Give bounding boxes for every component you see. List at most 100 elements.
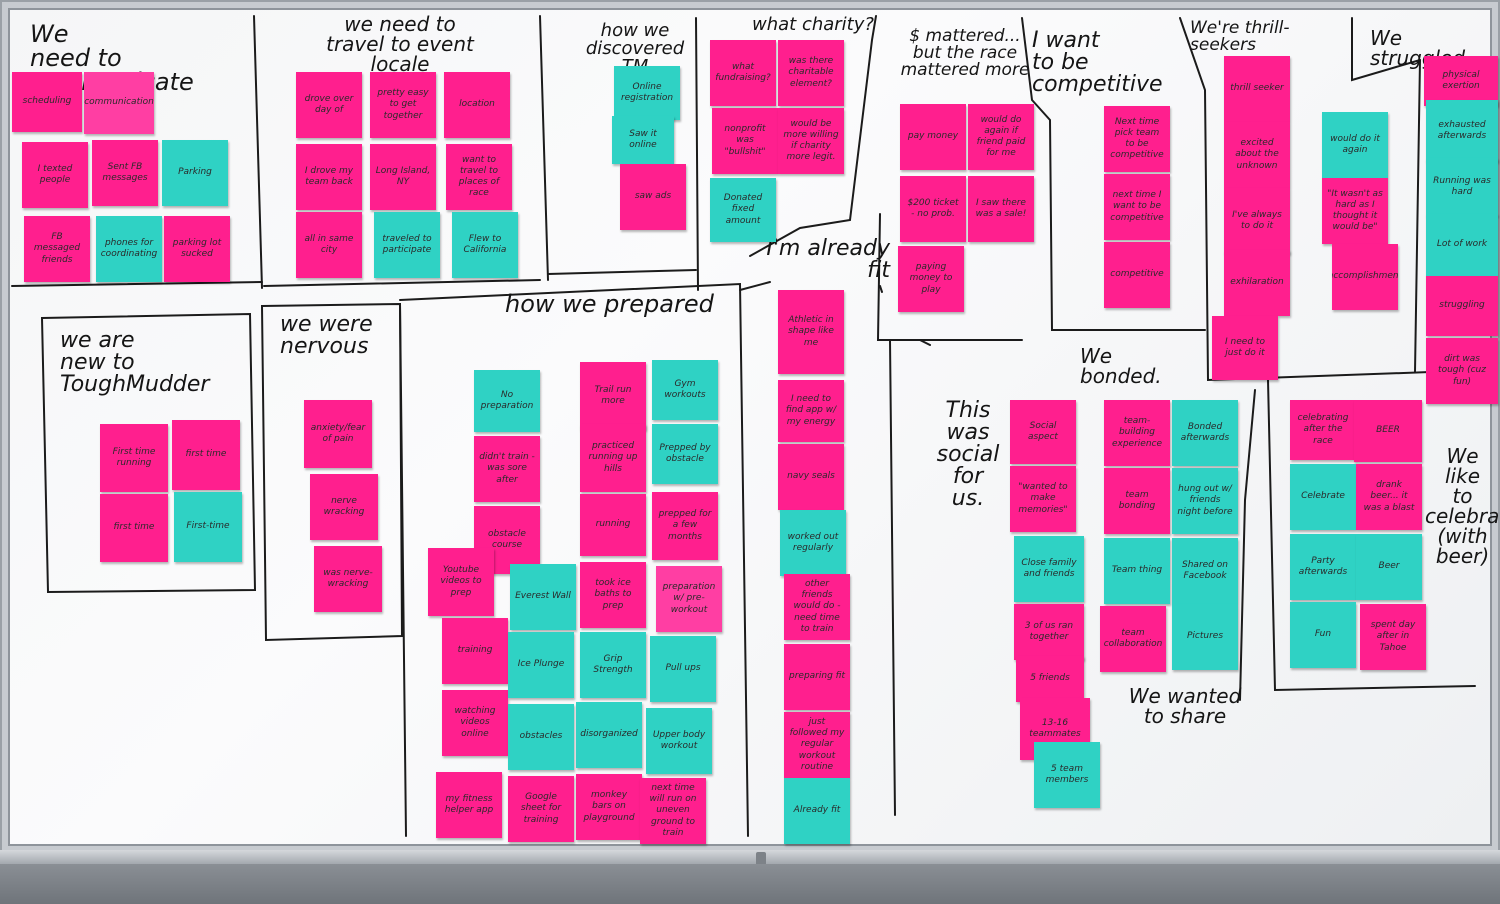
sticky-note: would be more willing if charity more le…: [778, 108, 844, 174]
sticky-note: Beer: [1356, 534, 1422, 600]
sticky-note: struggling: [1426, 276, 1498, 336]
sticky-note: exhilaration: [1224, 250, 1290, 316]
sticky-note: Athletic in shape like me: [778, 290, 844, 374]
sticky-note: dirt was tough (cuz fun): [1426, 338, 1498, 404]
sticky-note: didn't train - was sore after: [474, 436, 540, 502]
sticky-note: Pull ups: [650, 636, 716, 702]
sticky-note: First time running: [100, 424, 168, 492]
sticky-note: I saw there was a sale!: [968, 176, 1034, 242]
sticky-note: pay money: [900, 104, 966, 170]
sticky-note: physical exertion: [1424, 56, 1498, 106]
sticky-note: Everest Wall: [510, 564, 576, 630]
sticky-note: pretty easy to get together: [370, 72, 436, 138]
sticky-note: was nerve-wracking: [314, 546, 382, 612]
sticky-note: competitive: [1104, 242, 1170, 308]
tray-knob: [756, 852, 766, 866]
sticky-note: spent day after in Tahoe: [1360, 604, 1426, 670]
sticky-note: parking lot sucked: [164, 216, 230, 282]
heading-charity: what charity?: [752, 14, 874, 35]
sticky-note: Already fit: [784, 778, 850, 844]
sticky-note: 5 friends: [1016, 656, 1084, 702]
sticky-note: traveled to participate: [374, 212, 440, 278]
heading-nervous: we were nervous: [280, 312, 373, 359]
sticky-note: prepped for a few months: [652, 492, 718, 560]
sticky-note: training: [442, 618, 508, 684]
heading-prepared: how we prepared: [505, 290, 714, 318]
heading-thrill: We're thrill- seekers: [1190, 18, 1290, 55]
sticky-note: anxiety/fear of pain: [304, 400, 372, 468]
sticky-note: accomplishment: [1332, 244, 1398, 310]
heading-mattered: $ mattered... but the race mattered more: [900, 26, 1030, 80]
sticky-note: Grip Strength: [580, 632, 646, 698]
sticky-note: scheduling: [12, 72, 82, 132]
heading-bonded: We bonded.: [1080, 344, 1162, 388]
sticky-note: all in same city: [296, 212, 362, 278]
sticky-note: "wanted to make memories": [1010, 466, 1076, 532]
sticky-note: disorganized: [576, 702, 642, 768]
sticky-note: first time: [100, 494, 168, 562]
sticky-note: I've always to do it: [1224, 188, 1290, 254]
sticky-note: I drove my team back: [296, 144, 362, 210]
sticky-note: want to travel to places of race: [446, 144, 512, 210]
sticky-note: I need to find app w/ my energy: [778, 380, 844, 442]
sticky-note: was there charitable element?: [778, 40, 844, 106]
sticky-note: what fundraising?: [710, 40, 776, 106]
sticky-note: Close family and friends: [1014, 536, 1084, 602]
sticky-note: monkey bars on playground: [576, 774, 642, 840]
heading-already-fit: I'm already fit: [766, 236, 890, 283]
sticky-note: Flew to California: [452, 212, 518, 278]
sticky-note: Parking: [162, 140, 228, 206]
heading-competitive: I want to be competitive: [1032, 28, 1163, 97]
heading-new-to-toughmudder: we are new to ToughMudder: [60, 328, 210, 397]
sticky-note: my fitness helper app: [436, 772, 502, 838]
sticky-note: location: [444, 72, 510, 138]
sticky-note: team-building experience: [1104, 400, 1170, 466]
sticky-note: celebrating after the race: [1290, 400, 1356, 460]
sticky-note: other friends would do - need time to tr…: [784, 574, 850, 640]
sticky-note: Trail run more: [580, 362, 646, 430]
heading-celebrate: We like to celebrate (with beer): [1425, 444, 1500, 568]
sticky-note: Lot of work: [1426, 214, 1498, 276]
sticky-note: Online registration: [614, 66, 680, 120]
sticky-note: Next time pick team to be competitive: [1104, 106, 1170, 172]
sticky-note: next time I want to be competitive: [1104, 174, 1170, 240]
sticky-note: watching videos online: [442, 690, 508, 756]
sticky-note: Sent FB messages: [92, 140, 158, 206]
sticky-note: communication: [84, 72, 154, 134]
sticky-note: Upper body workout: [646, 708, 712, 774]
sticky-note: next time will run on uneven ground to t…: [640, 778, 706, 844]
sticky-note: drank beer... it was a blast: [1356, 464, 1422, 530]
sticky-note: I texted people: [22, 142, 88, 208]
sticky-note: Social aspect: [1010, 400, 1076, 464]
sticky-note: Team thing: [1104, 538, 1170, 604]
sticky-note: Youtube videos to prep: [428, 548, 494, 616]
sticky-note: Fun: [1290, 602, 1356, 668]
sticky-note: drove over day of: [296, 72, 362, 138]
sticky-note: hung out w/ friends night before: [1172, 468, 1238, 534]
sticky-note: thrill seeker: [1224, 56, 1290, 122]
sticky-note: nerve wracking: [310, 474, 378, 540]
sticky-note: took ice baths to prep: [580, 562, 646, 628]
sticky-note: BEER: [1354, 400, 1422, 462]
sticky-note: Long Island, NY: [370, 144, 436, 210]
sticky-note: Party afterwards: [1290, 534, 1356, 600]
sticky-note: phones for coordinating: [96, 216, 162, 282]
sticky-note: Bonded afterwards: [1172, 400, 1238, 466]
sticky-note: exhausted afterwards: [1426, 100, 1498, 162]
sticky-note: first time: [172, 420, 240, 490]
sticky-note: Donated fixed amount: [710, 178, 776, 242]
sticky-note: nonprofit was "bullshit": [712, 108, 778, 174]
sticky-note: Google sheet for training: [508, 776, 574, 842]
sticky-note: preparing fit: [784, 644, 850, 710]
sticky-note: paying money to play: [898, 246, 964, 312]
sticky-note: would do again if friend paid for me: [968, 104, 1034, 170]
sticky-note: worked out regularly: [780, 510, 846, 576]
sticky-note: practiced running up hills: [580, 424, 646, 492]
sticky-note: Prepped by obstacle: [652, 424, 718, 484]
sticky-note: $200 ticket - no prob.: [900, 176, 966, 242]
sticky-note: Gym workouts: [652, 360, 718, 420]
marker-tray: [0, 850, 1500, 864]
sticky-note: just followed my regular workout routine: [784, 712, 850, 778]
